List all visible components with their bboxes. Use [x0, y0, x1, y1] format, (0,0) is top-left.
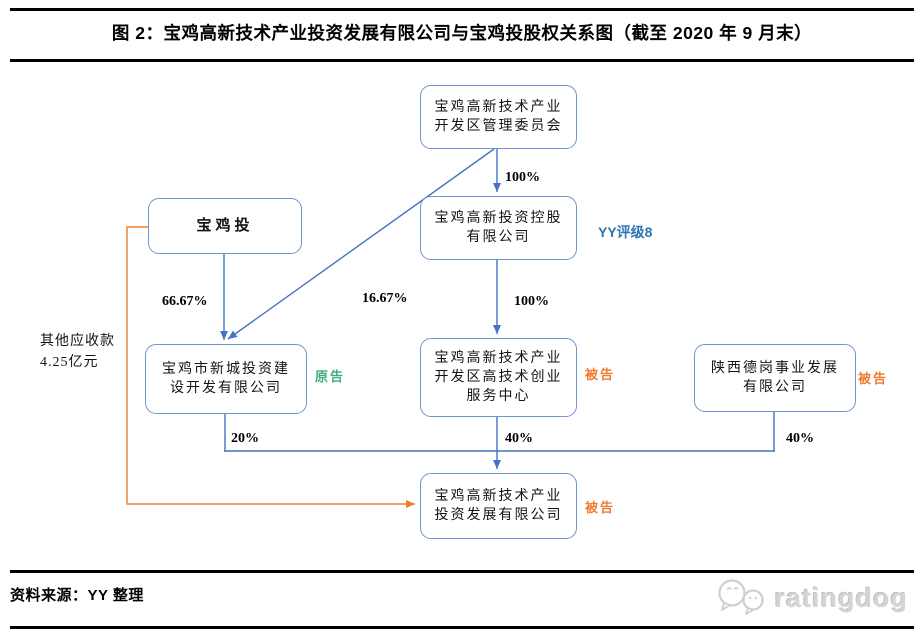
receivable-note-line2: 4.25亿元 [40, 355, 99, 370]
source-note: 资料来源：YY 整理 [10, 587, 144, 604]
ratingdog-logo: ratingdog [715, 577, 908, 619]
pct-holding-service: 100% [514, 294, 549, 309]
pct-xincheng-target: 20% [231, 431, 259, 446]
node-label: 投资发展有限公司 [434, 508, 563, 523]
node-label: 有限公司 [466, 230, 531, 245]
watermark-text: ratingdog [774, 582, 908, 613]
rule-title-bottom [10, 59, 914, 62]
node-label: 开发区管理委员会 [434, 119, 563, 134]
node-mgmt-committee: 宝鸡高新技术产业 开发区管理委员会 [420, 85, 577, 149]
defendant-tag-shanxi: 被告 [858, 371, 889, 386]
pct-service-target: 40% [505, 431, 533, 446]
pct-shanxi-target: 40% [786, 431, 814, 446]
yy-rating-label: YY评级8 [598, 224, 653, 240]
node-target-company: 宝鸡高新技术产业 投资发展有限公司 [420, 473, 577, 539]
node-label: 宝鸡高新技术产业 [434, 489, 563, 504]
node-label: 宝鸡高新技术产业 [434, 351, 563, 366]
plaintiff-tag: 原告 [315, 369, 346, 384]
pct-baojitou-xincheng: 66.67% [162, 294, 208, 309]
chat-bubbles-icon [717, 579, 764, 615]
pct-mgmt-xincheng: 16.67% [362, 291, 408, 306]
figure-title: 图 2：宝鸡高新技术产业投资发展有限公司与宝鸡投股权关系图（截至 2020 年 … [111, 23, 813, 43]
rule-top [10, 8, 914, 11]
node-xincheng: 宝鸡市新城投资建 设开发有限公司 [145, 344, 307, 414]
node-baojitou: 宝鸡投 [148, 198, 302, 254]
node-label: 陕西德岗事业发展 [711, 361, 839, 376]
receivable-note-line1: 其他应收款 [40, 334, 115, 349]
node-label: 设开发有限公司 [170, 381, 282, 396]
defendant-tag-service: 被告 [585, 367, 616, 382]
defendant-tag-target: 被告 [585, 500, 616, 515]
node-label: 宝鸡投 [196, 217, 254, 234]
rule-bottom [10, 626, 914, 629]
node-label: 宝鸡高新技术产业 [434, 100, 563, 115]
rule-footer-top [10, 570, 914, 573]
node-shanxi-degang: 陕西德岗事业发展 有限公司 [694, 344, 856, 412]
pct-mgmt-holding: 100% [505, 170, 540, 185]
node-label: 有限公司 [743, 380, 807, 395]
node-service-center: 宝鸡高新技术产业 开发区高技术创业 服务中心 [420, 338, 577, 417]
node-label: 宝鸡高新投资控股 [434, 211, 563, 226]
node-label: 开发区高技术创业 [434, 370, 563, 385]
node-label: 宝鸡市新城投资建 [162, 362, 290, 377]
node-label: 服务中心 [466, 389, 531, 404]
node-holding: 宝鸡高新投资控股 有限公司 [420, 196, 577, 260]
receivable-note: 其他应收款 4.25亿元 [40, 331, 115, 373]
